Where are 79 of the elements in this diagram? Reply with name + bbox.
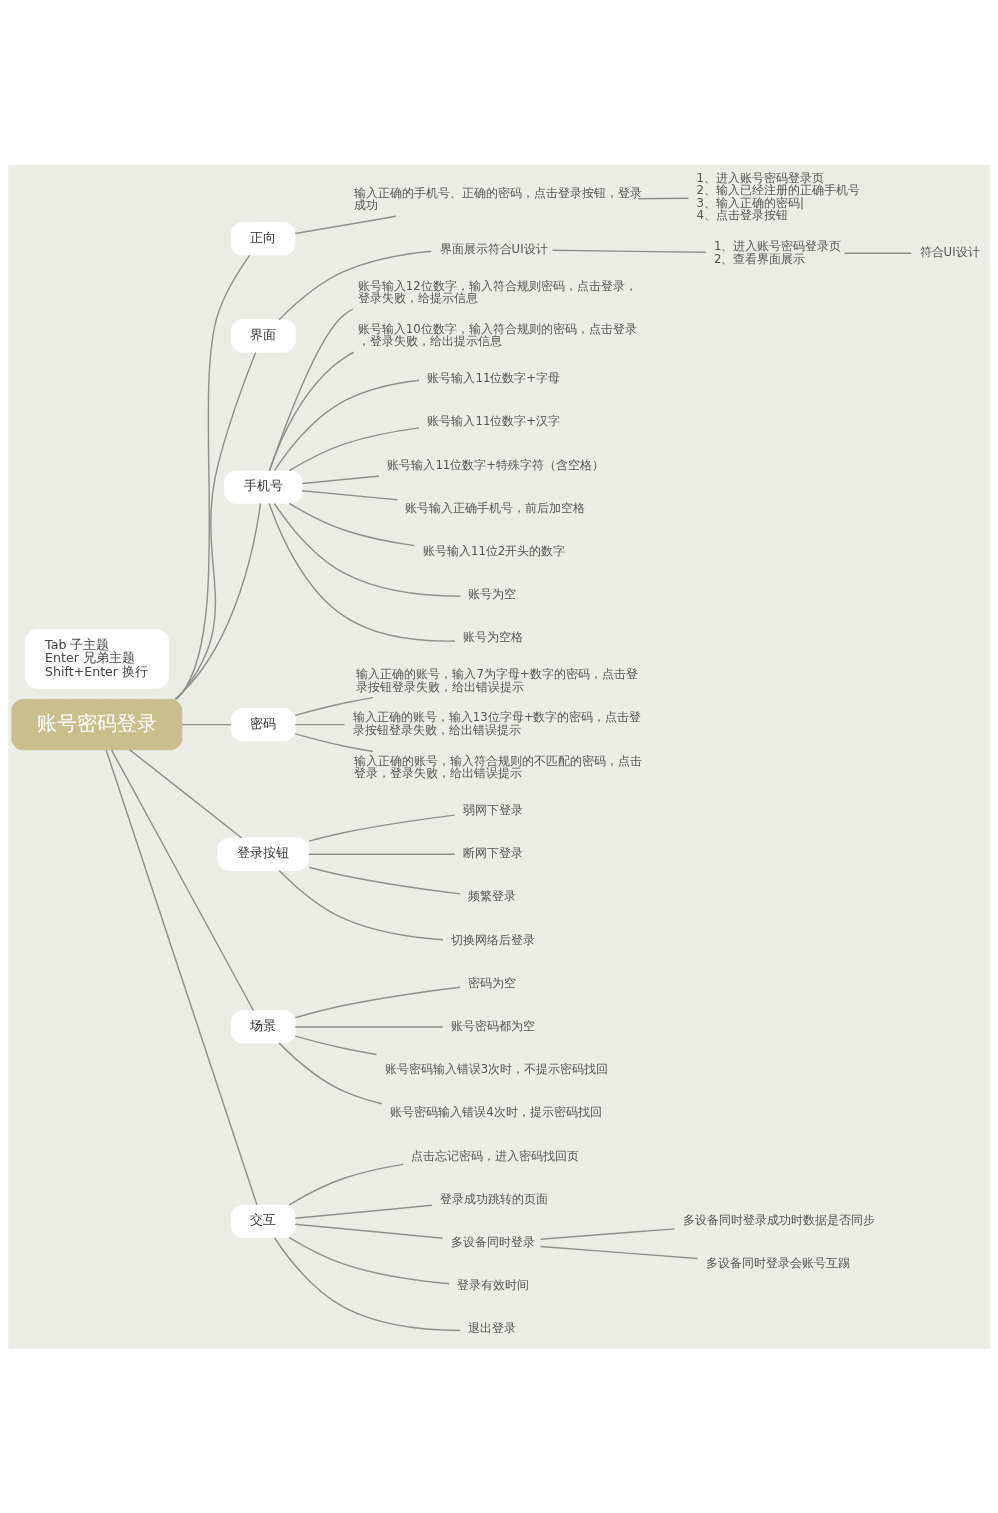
node-text: 多设备同时登录 bbox=[451, 1234, 536, 1249]
connector bbox=[273, 502, 461, 597]
connector bbox=[129, 748, 243, 839]
connector bbox=[294, 732, 374, 752]
connector bbox=[294, 1034, 378, 1055]
connector bbox=[308, 852, 456, 855]
node-text: 账号输入11位数字+字母 bbox=[427, 370, 561, 385]
connector bbox=[843, 251, 913, 254]
connector bbox=[288, 1236, 450, 1284]
connector bbox=[288, 502, 416, 546]
connector bbox=[301, 474, 380, 484]
node-text: 账号输入正确手机号，前后加空格 bbox=[405, 500, 586, 515]
node-text: 账号为空格 bbox=[463, 629, 524, 644]
node-text: 点击忘记密码，进入密码找回页 bbox=[411, 1148, 580, 1163]
connector bbox=[288, 426, 420, 471]
node-box: 场景 bbox=[230, 1009, 296, 1044]
node-box: 登录按钮 bbox=[217, 837, 310, 871]
node-text: 输入正确的账号，输入7为字母+数字的密码，点击登录按钮登录失败，给出错误提示 bbox=[356, 666, 638, 694]
node-box: 交互 bbox=[230, 1204, 296, 1238]
connector bbox=[268, 307, 354, 472]
node-text: 切换网络后登录 bbox=[451, 932, 536, 947]
node-text: 输入正确的账号，输入符合规则的不匹配的密码，点击登录，登录失败，给出错误提示 bbox=[353, 753, 642, 780]
connector bbox=[181, 723, 232, 725]
connector bbox=[308, 813, 456, 842]
connector bbox=[278, 869, 444, 940]
node-text: 1、进入账号密码登录页 2、查看界面展示 bbox=[714, 238, 842, 266]
connector bbox=[637, 197, 690, 199]
connector bbox=[273, 1236, 461, 1331]
node-text: 1、进入账号密码登录页 2、输入已经注册的正确手机号 3、输入正确的密码| 4、点击登录按钮 bbox=[696, 170, 860, 222]
node-box: Tab 子主题 Enter 兄弟主题 Shift+Enter 换行 bbox=[24, 628, 169, 689]
connector bbox=[294, 723, 346, 725]
node-text: 多设备同时登录会账号互踢 bbox=[705, 1255, 850, 1270]
connector bbox=[294, 1204, 433, 1219]
node-text: 账号密码输入错误4次时，提示密码找回 bbox=[390, 1104, 602, 1119]
node-text: 账号输入11位数字+汉字 bbox=[427, 413, 561, 428]
connector bbox=[551, 249, 707, 253]
node-text: 输入正确的账号，输入13位字母+数字的密码，点击登录按钮登录失败，给出错误提示 bbox=[352, 709, 642, 737]
node-text: 账号输入12位数字，输入符合规则密码，点击登录，登录失败，给提示信息 bbox=[357, 278, 637, 305]
node-box: 手机号 bbox=[224, 469, 303, 504]
connector bbox=[174, 502, 262, 700]
node-box: 界面 bbox=[230, 318, 296, 353]
connector bbox=[273, 378, 420, 471]
node-text: 账号为空 bbox=[468, 586, 517, 601]
connector bbox=[110, 748, 255, 1011]
node-text: 账号输入10位数字，输入符合规则的密码，点击登录，登录失败，给出提示信息 bbox=[357, 321, 637, 348]
connector bbox=[294, 1025, 444, 1028]
node-text: 界面展示符合UI设计 bbox=[439, 241, 548, 256]
node-text: 账号密码都为空 bbox=[451, 1018, 536, 1033]
connector bbox=[294, 1223, 444, 1239]
node-text: 登录有效时间 bbox=[457, 1277, 530, 1292]
node-text: 断网下登录 bbox=[463, 845, 524, 860]
connector bbox=[268, 351, 355, 471]
node-text: 密码为空 bbox=[468, 975, 517, 990]
node-box: 正向 bbox=[230, 221, 296, 255]
node-text: 账号输入11位2开头的数字 bbox=[422, 543, 566, 558]
node-text: 弱网下登录 bbox=[463, 802, 524, 817]
node-text: 频繁登录 bbox=[468, 888, 517, 903]
connector bbox=[288, 1163, 404, 1206]
connector bbox=[539, 1245, 699, 1259]
node-text: 登录成功跳转的页面 bbox=[440, 1191, 549, 1206]
connector bbox=[294, 986, 461, 1018]
connector bbox=[175, 351, 257, 700]
node-text: 符合UI设计 bbox=[919, 244, 980, 259]
connector bbox=[278, 1041, 383, 1104]
connector bbox=[294, 215, 397, 234]
connector bbox=[301, 489, 398, 500]
connector bbox=[105, 748, 258, 1206]
node-box: 账号密码登录 bbox=[11, 698, 183, 750]
node-text: 多设备同时登录成功时数据是否同步 bbox=[682, 1212, 875, 1227]
connector bbox=[539, 1227, 676, 1240]
connector bbox=[308, 865, 461, 895]
node-text: 账号密码输入错误3次时，不提示密码找回 bbox=[384, 1061, 609, 1076]
connector bbox=[294, 696, 374, 716]
connector bbox=[268, 502, 456, 642]
node-box: 密码 bbox=[230, 707, 296, 741]
connector bbox=[278, 250, 433, 320]
node-text: 输入正确的手机号、正确的密码，点击登录按钮，登录成功 bbox=[353, 185, 642, 212]
node-text: 退出登录 bbox=[468, 1320, 517, 1335]
node-text: 账号输入11位数字+特殊字符（含空格） bbox=[387, 457, 605, 472]
